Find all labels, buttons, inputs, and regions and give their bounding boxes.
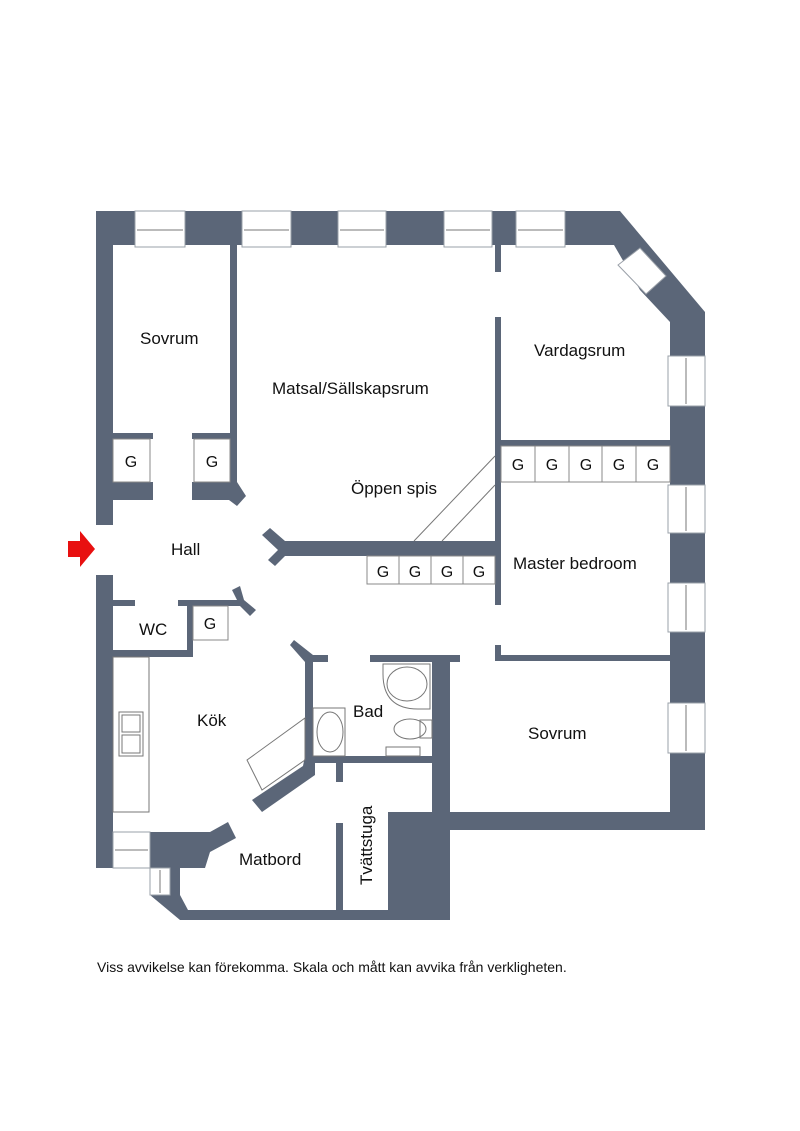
room-hall: Hall [171, 540, 200, 559]
room-sovrum-2: Sovrum [528, 724, 587, 743]
kitchen-sink-icon [118, 711, 144, 757]
closet-label: G [409, 564, 421, 581]
room-tvattstuga: Tvättstuga [357, 805, 376, 885]
room-matsal: Matsal/Sällskapsrum [272, 379, 429, 398]
closets: G G G G G G G G G G G G [112, 438, 671, 641]
closet-label: G [473, 564, 485, 581]
closet-label: G [580, 457, 592, 474]
windows [112, 210, 706, 896]
bathtub-icon [382, 663, 431, 710]
toilet-icon [393, 718, 433, 740]
room-master-bedroom: Master bedroom [513, 554, 637, 573]
closet-label: G [613, 457, 625, 474]
closet-label: G [125, 454, 137, 471]
closet-label: G [512, 457, 524, 474]
closet-label: G [206, 454, 218, 471]
closet-label: G [204, 616, 216, 633]
entrance-arrow-icon [68, 531, 95, 567]
room-kok: Kök [197, 711, 227, 730]
room-matbord: Matbord [239, 850, 301, 869]
room-vardagsrum: Vardagsrum [534, 341, 625, 360]
fixtures [112, 455, 496, 813]
washbasin-icon [312, 707, 346, 757]
closet-label: G [546, 457, 558, 474]
closet-label: G [377, 564, 389, 581]
room-labels: Sovrum Matsal/Sällskapsrum Vardagsrum Öp… [139, 329, 637, 885]
room-bad: Bad [353, 702, 383, 721]
room-sovrum: Sovrum [140, 329, 199, 348]
closet-label: G [647, 457, 659, 474]
closet-label: G [441, 564, 453, 581]
room-wc: WC [139, 620, 167, 639]
disclaimer-text: Viss avvikelse kan förekomma. Skala och … [97, 959, 567, 975]
fireplace-label: Öppen spis [351, 479, 437, 498]
